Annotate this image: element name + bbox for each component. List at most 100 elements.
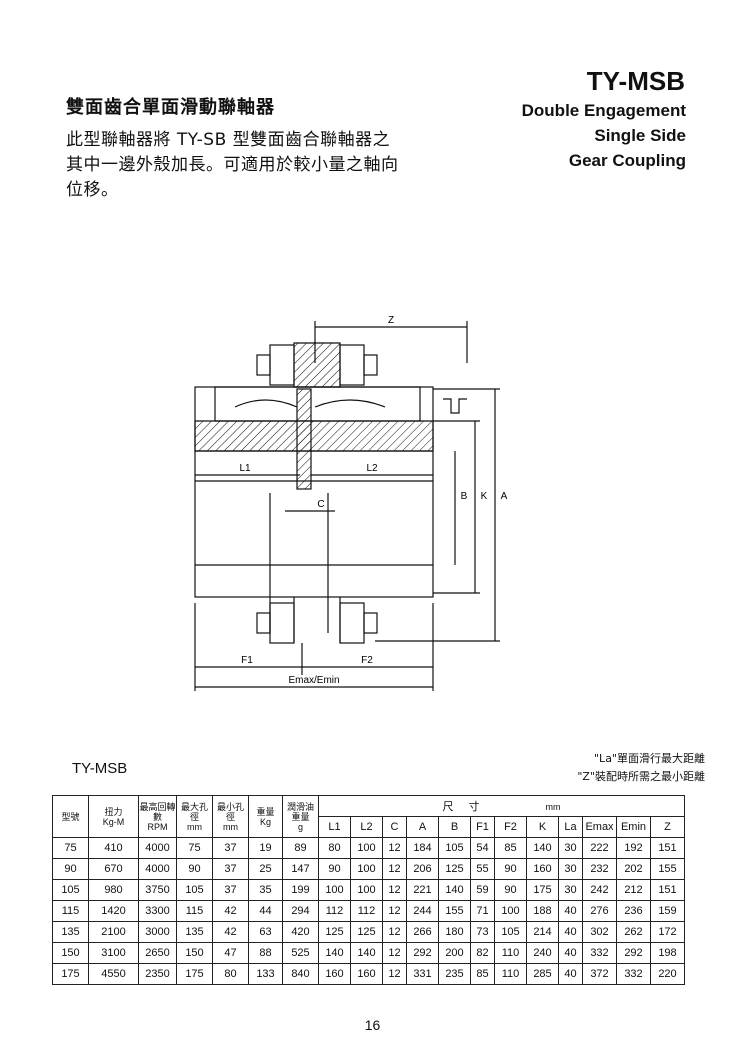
table-cell: 212: [616, 879, 651, 901]
table-cell: 3300: [138, 900, 177, 922]
table-cell: 266: [406, 921, 439, 943]
table-cell: 420: [282, 921, 319, 943]
table-cell: 3000: [138, 921, 177, 943]
table-cell: 80: [318, 837, 351, 859]
table-cell: 37: [212, 879, 249, 901]
table-cell: 71: [470, 900, 495, 922]
table-cell: 221: [406, 879, 439, 901]
table-cell: 188: [526, 900, 559, 922]
header-col: C: [382, 816, 407, 838]
table-cell: 980: [88, 879, 139, 901]
table-cell: 140: [526, 837, 559, 859]
table-cell: 175: [526, 879, 559, 901]
table-cell: 155: [650, 858, 685, 880]
table-cell: 150: [52, 942, 89, 964]
table-cell: 90: [494, 858, 527, 880]
table-cell: 112: [318, 900, 351, 922]
table-cell: 2650: [138, 942, 177, 964]
table-cell: 110: [494, 963, 527, 985]
table-cell: 40: [558, 921, 583, 943]
table-cell: 236: [616, 900, 651, 922]
table-cell: 175: [176, 963, 213, 985]
table-cell: 292: [406, 942, 439, 964]
table-cell: 199: [282, 879, 319, 901]
table-cell: 222: [582, 837, 617, 859]
table-label: TY-MSB: [72, 760, 128, 777]
table-cell: 37: [212, 837, 249, 859]
table-cell: 525: [282, 942, 319, 964]
table-cell: 59: [470, 879, 495, 901]
table-cell: 40: [558, 900, 583, 922]
table-cell: 151: [650, 879, 685, 901]
table-cell: 73: [470, 921, 495, 943]
table-cell: 214: [526, 921, 559, 943]
table-cell: 100: [350, 858, 383, 880]
coupling-drawing: Z L1 L2 C B K A F1 F2 Emax/Emin: [194, 315, 508, 691]
table-cell: 4550: [88, 963, 139, 985]
table-cell: 184: [406, 837, 439, 859]
table-cell: 85: [470, 963, 495, 985]
table-cell: 89: [282, 837, 319, 859]
header-col: L1: [318, 816, 351, 838]
table-cell: 90: [318, 858, 351, 880]
table-cell: 85: [494, 837, 527, 859]
table-cell: 220: [650, 963, 685, 985]
table-cell: 75: [176, 837, 213, 859]
dim-label-b: B: [461, 491, 468, 502]
table-cell: 12: [382, 963, 407, 985]
table-cell: 12: [382, 942, 407, 964]
table-cell: 100: [350, 879, 383, 901]
chinese-title: 雙面齒合單面滑動聯軸器: [66, 97, 275, 118]
table-cell: 332: [616, 963, 651, 985]
table-cell: 240: [526, 942, 559, 964]
dim-label-emax-emin: Emax/Emin: [288, 675, 339, 686]
table-cell: 115: [176, 900, 213, 922]
table-cell: 242: [582, 879, 617, 901]
table-cell: 40: [558, 942, 583, 964]
table-cell: 125: [350, 921, 383, 943]
dim-label-k: K: [481, 491, 488, 502]
table-cell: 135: [176, 921, 213, 943]
table-cell: 80: [212, 963, 249, 985]
table-cell: 235: [438, 963, 471, 985]
table-cell: 135: [52, 921, 89, 943]
table-cell: 160: [350, 963, 383, 985]
table-cell: 372: [582, 963, 617, 985]
table-cell: 105: [438, 837, 471, 859]
table-cell: 285: [526, 963, 559, 985]
table-cell: 90: [494, 879, 527, 901]
table-cell: 840: [282, 963, 319, 985]
header-col: La: [558, 816, 583, 838]
table-cell: 332: [582, 942, 617, 964]
english-title-line: Double Engagement: [521, 101, 686, 120]
table-cell: 30: [558, 879, 583, 901]
table-cell: 75: [52, 837, 89, 859]
table-cell: 172: [650, 921, 685, 943]
table-cell: 159: [650, 900, 685, 922]
table-cell: 3100: [88, 942, 139, 964]
table-cell: 30: [558, 858, 583, 880]
table-cell: 105: [494, 921, 527, 943]
table-cell: 2350: [138, 963, 177, 985]
table-cell: 100: [494, 900, 527, 922]
table-cell: 42: [212, 900, 249, 922]
table-cell: 302: [582, 921, 617, 943]
table-cell: 47: [212, 942, 249, 964]
table-cell: 2100: [88, 921, 139, 943]
table-cell: 44: [248, 900, 283, 922]
table-cell: 140: [350, 942, 383, 964]
table-cell: 192: [616, 837, 651, 859]
chinese-description: 此型聯軸器將 TY-SB 型雙面齒合聯軸器之其中一邊外殼加長。可適用於較小量之軸…: [66, 130, 399, 200]
table-cell: 4000: [138, 858, 177, 880]
dim-label-c: C: [317, 499, 324, 510]
english-title-line: Gear Coupling: [568, 151, 686, 170]
dim-label-l2: L2: [366, 463, 378, 474]
table-cell: 276: [582, 900, 617, 922]
header-col: L2: [350, 816, 383, 838]
